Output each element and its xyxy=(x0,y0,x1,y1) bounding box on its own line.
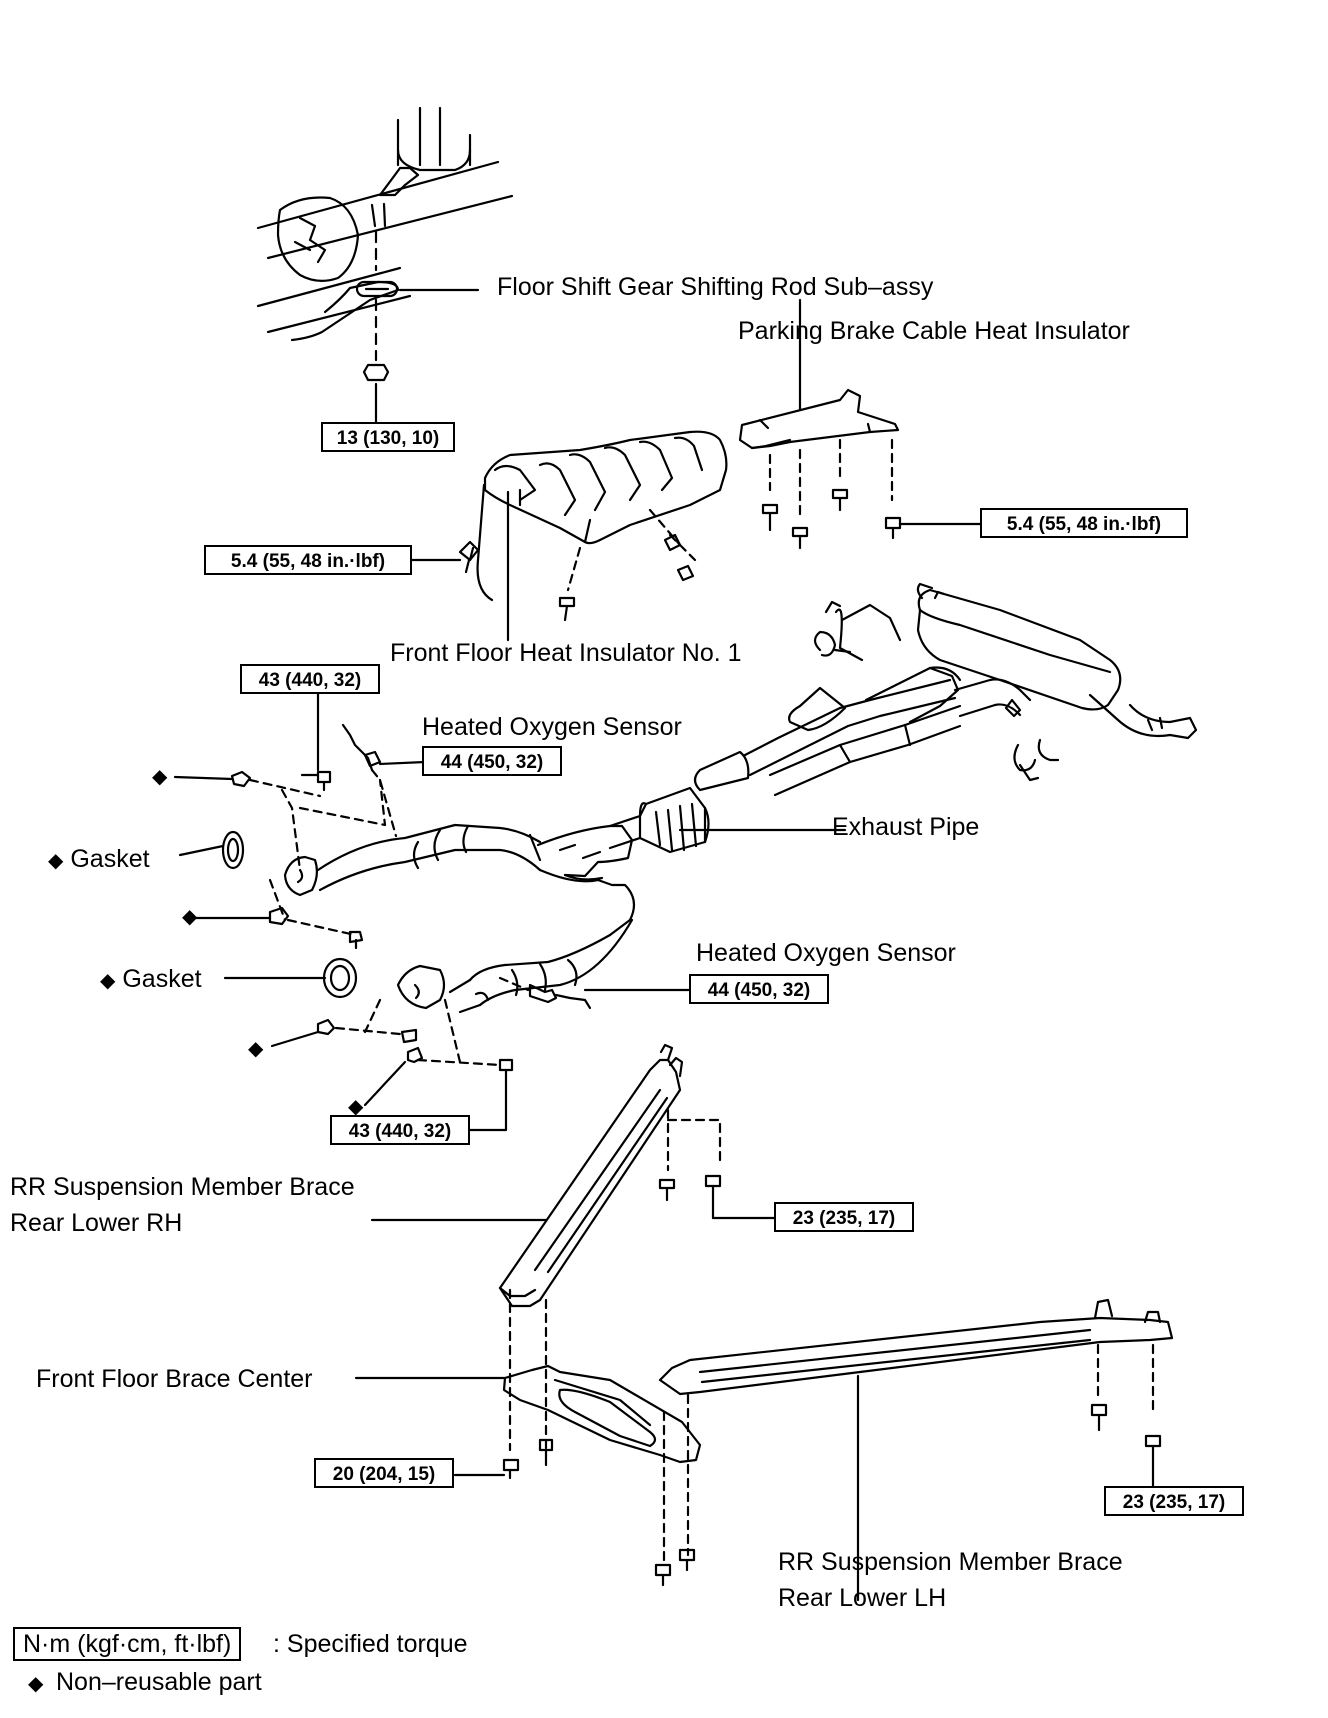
gasket-text: Gasket xyxy=(122,965,202,993)
torque-brace-center: 20 (204, 15) xyxy=(314,1458,454,1488)
label-exhaust-pipe: Exhaust Pipe xyxy=(832,813,980,841)
label-rr-brace-rh-line2: Rear Lower RH xyxy=(10,1209,183,1237)
flange-hardware-lower xyxy=(270,998,514,1132)
torque-brace-rh: 23 (235, 17) xyxy=(774,1202,914,1232)
legend-torque-desc: : Specified torque xyxy=(273,1630,468,1658)
label-rr-brace-rh-line1: RR Suspension Member Brace xyxy=(10,1173,355,1201)
label-rr-brace-lh-line2: Rear Lower LH xyxy=(778,1584,947,1612)
shift-rod-nut-drawing xyxy=(362,230,480,424)
propeller-shaft-drawing xyxy=(256,106,514,342)
diamond-icon: ◆ xyxy=(48,850,64,872)
muffler-drawing xyxy=(788,582,1198,762)
nonreusable-diamond-icon: ◆ xyxy=(248,1038,264,1060)
hanger-rubbers xyxy=(813,630,1040,782)
torque-insulator-right: 5.4 (55, 48 in.·lbf) xyxy=(980,508,1188,538)
front-floor-insulator-drawing xyxy=(408,430,728,642)
torque-flange-lower: 43 (440, 32) xyxy=(330,1115,470,1145)
label-gasket-lower: ◆ Gasket xyxy=(100,964,202,996)
o2-sensor-upper-drawing xyxy=(341,723,427,838)
front-floor-brace-drawing xyxy=(354,1288,702,1587)
torque-insulator-left: 5.4 (55, 48 in.·lbf) xyxy=(204,545,412,575)
label-front-floor-insulator: Front Floor Heat Insulator No. 1 xyxy=(390,639,742,667)
legend-nonreusable-desc: Non–reusable part xyxy=(56,1668,262,1696)
diamond-icon: ◆ xyxy=(100,970,116,992)
torque-sensor-lower: 44 (450, 32) xyxy=(689,974,829,1004)
label-heated-o2-sensor-lower: Heated Oxygen Sensor xyxy=(696,939,956,967)
insulator-bolts-right xyxy=(761,488,982,550)
nonreusable-diamond-icon: ◆ xyxy=(152,766,168,788)
gasket-lower-drawing xyxy=(223,957,358,999)
torque-flange-upper: 43 (440, 32) xyxy=(240,664,380,694)
label-parking-brake-insulator: Parking Brake Cable Heat Insulator xyxy=(738,317,1130,345)
label-rr-brace-lh-line1: RR Suspension Member Brace xyxy=(778,1548,1123,1576)
label-front-floor-brace: Front Floor Brace Center xyxy=(36,1365,313,1393)
label-floor-shift-rod: Floor Shift Gear Shifting Rod Sub–assy xyxy=(497,273,934,301)
label-gasket-upper: ◆ Gasket xyxy=(48,844,150,876)
o2-sensor-lower-drawing xyxy=(498,976,697,1010)
gasket-upper-drawing xyxy=(178,830,245,870)
label-heated-o2-sensor-upper: Heated Oxygen Sensor xyxy=(422,713,682,741)
flange-hardware-upper xyxy=(173,690,387,950)
exhaust-pipe-drawing xyxy=(283,678,1032,1014)
brace-rh-drawing xyxy=(370,1043,778,1308)
legend-diamond-icon: ◆ xyxy=(28,1673,44,1695)
gasket-text: Gasket xyxy=(70,845,150,873)
legend-torque-unit-box: N·m (kgf·cm, ft·lbf) xyxy=(13,1627,242,1661)
brace-lh-drawing xyxy=(658,1298,1174,1602)
torque-sensor-upper: 44 (450, 32) xyxy=(422,746,562,776)
torque-brace-lh: 23 (235, 17) xyxy=(1104,1486,1244,1516)
torque-shift-rod-nut: 13 (130, 10) xyxy=(321,422,455,452)
parking-brake-insulator-drawing xyxy=(738,298,900,522)
nonreusable-diamond-icon: ◆ xyxy=(182,906,198,928)
legend: N·m (kgf·cm, ft·lbf) : Specified torque … xyxy=(10,1627,610,1717)
nonreusable-diamond-icon: ◆ xyxy=(348,1096,364,1118)
